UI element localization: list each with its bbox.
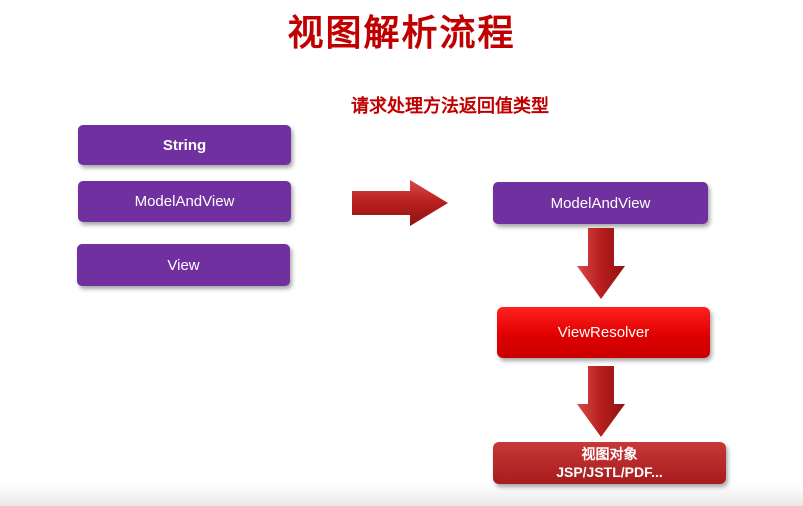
- return-type-label: String: [162, 136, 207, 154]
- view-object-box: 视图对象 JSP/JSTL/PDF...: [493, 442, 726, 484]
- model-and-view-label: ModelAndView: [550, 194, 651, 212]
- return-type-label: View: [167, 256, 200, 274]
- model-and-view-box: ModelAndView: [493, 182, 708, 224]
- down-arrow-icon: [577, 228, 625, 299]
- view-resolver-box: ViewResolver: [497, 307, 710, 358]
- subtitle: 请求处理方法返回值类型: [351, 96, 549, 117]
- return-type-view: View: [77, 244, 290, 286]
- view-object-types: JSP/JSTL/PDF...: [556, 464, 663, 480]
- page-title: 视图解析流程: [287, 12, 516, 54]
- view-resolver-label: ViewResolver: [557, 324, 650, 341]
- view-object-label: 视图对象: [581, 446, 638, 462]
- right-arrow-icon: [352, 180, 448, 226]
- return-type-string: String: [78, 125, 291, 165]
- return-type-modelandview: ModelAndView: [78, 181, 291, 222]
- down-arrow-icon: [577, 366, 625, 437]
- slide-bottom-shade: [0, 484, 803, 506]
- return-type-label: ModelAndView: [134, 193, 235, 210]
